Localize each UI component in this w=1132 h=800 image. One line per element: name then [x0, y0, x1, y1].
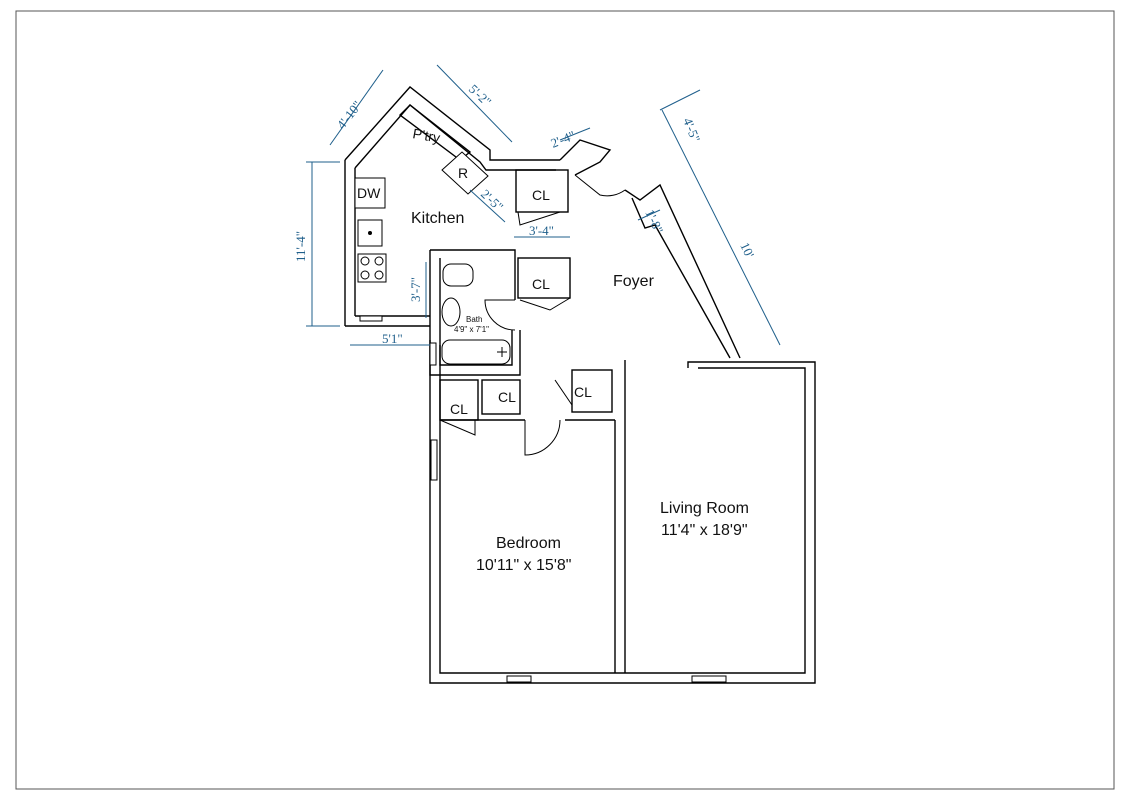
dim-kitchen-bottom: 5'1"	[382, 331, 403, 346]
fridge-box	[441, 151, 489, 195]
dim-kitchen-top-right: 5'-2"	[466, 81, 495, 109]
pantry-label: P'try	[411, 125, 441, 146]
foyer-label: Foyer	[613, 273, 655, 290]
dishwasher-box	[354, 177, 386, 209]
kitchen-label: Kitchen	[411, 210, 464, 227]
kitchen-fixtures	[354, 151, 489, 283]
dim-kitchen-left: 11'-4"	[293, 231, 308, 262]
bathtub	[441, 339, 511, 365]
lavatory	[441, 297, 461, 327]
closet-label-bedroom-2: CL	[498, 389, 516, 405]
bedroom-size-label: 10'11" x 15'8"	[476, 557, 571, 574]
fridge-label: R	[458, 165, 468, 181]
bedroom-label: Bedroom	[496, 535, 561, 552]
dishwasher-label: DW	[357, 185, 381, 201]
room-labels: P'try R DW Kitchen Foyer CL CL CL CL CL …	[357, 125, 749, 574]
closet-label-bedroom-1: CL	[450, 401, 468, 417]
page-border	[15, 10, 1115, 790]
windows	[359, 315, 727, 683]
stove	[357, 253, 387, 283]
doors	[439, 174, 626, 456]
sink-drain-icon	[368, 231, 372, 235]
closet-label-foyer: CL	[532, 276, 550, 292]
toilet	[442, 263, 474, 287]
closet-label-kitchen: CL	[532, 187, 550, 203]
bath-size-label: 4'9" x 7'1"	[454, 325, 489, 334]
bath-fixtures	[441, 263, 511, 365]
bath-label: Bath	[466, 315, 482, 324]
dim-fridge-depth: 2'-5"	[478, 186, 507, 214]
dimension-labels: 4'-10" 5'-2" 11'-4" 5'1" 2'-5" 3'-4" 2'-…	[293, 81, 757, 346]
closet-label-living: CL	[574, 384, 592, 400]
dim-foyer-top: 4'-5"	[680, 116, 703, 145]
dim-foyer-jog: 1'-8"	[642, 207, 666, 236]
living-room-label: Living Room	[660, 500, 749, 517]
dimension-lines	[306, 64, 781, 346]
dim-foyer-side: 10'	[737, 240, 757, 260]
walls	[344, 86, 816, 684]
living-room-size-label: 11'4" x 18'9"	[661, 522, 748, 539]
dim-bath-depth: 3'-7"	[408, 277, 423, 302]
dim-closet-width: 3'-4"	[529, 223, 554, 238]
